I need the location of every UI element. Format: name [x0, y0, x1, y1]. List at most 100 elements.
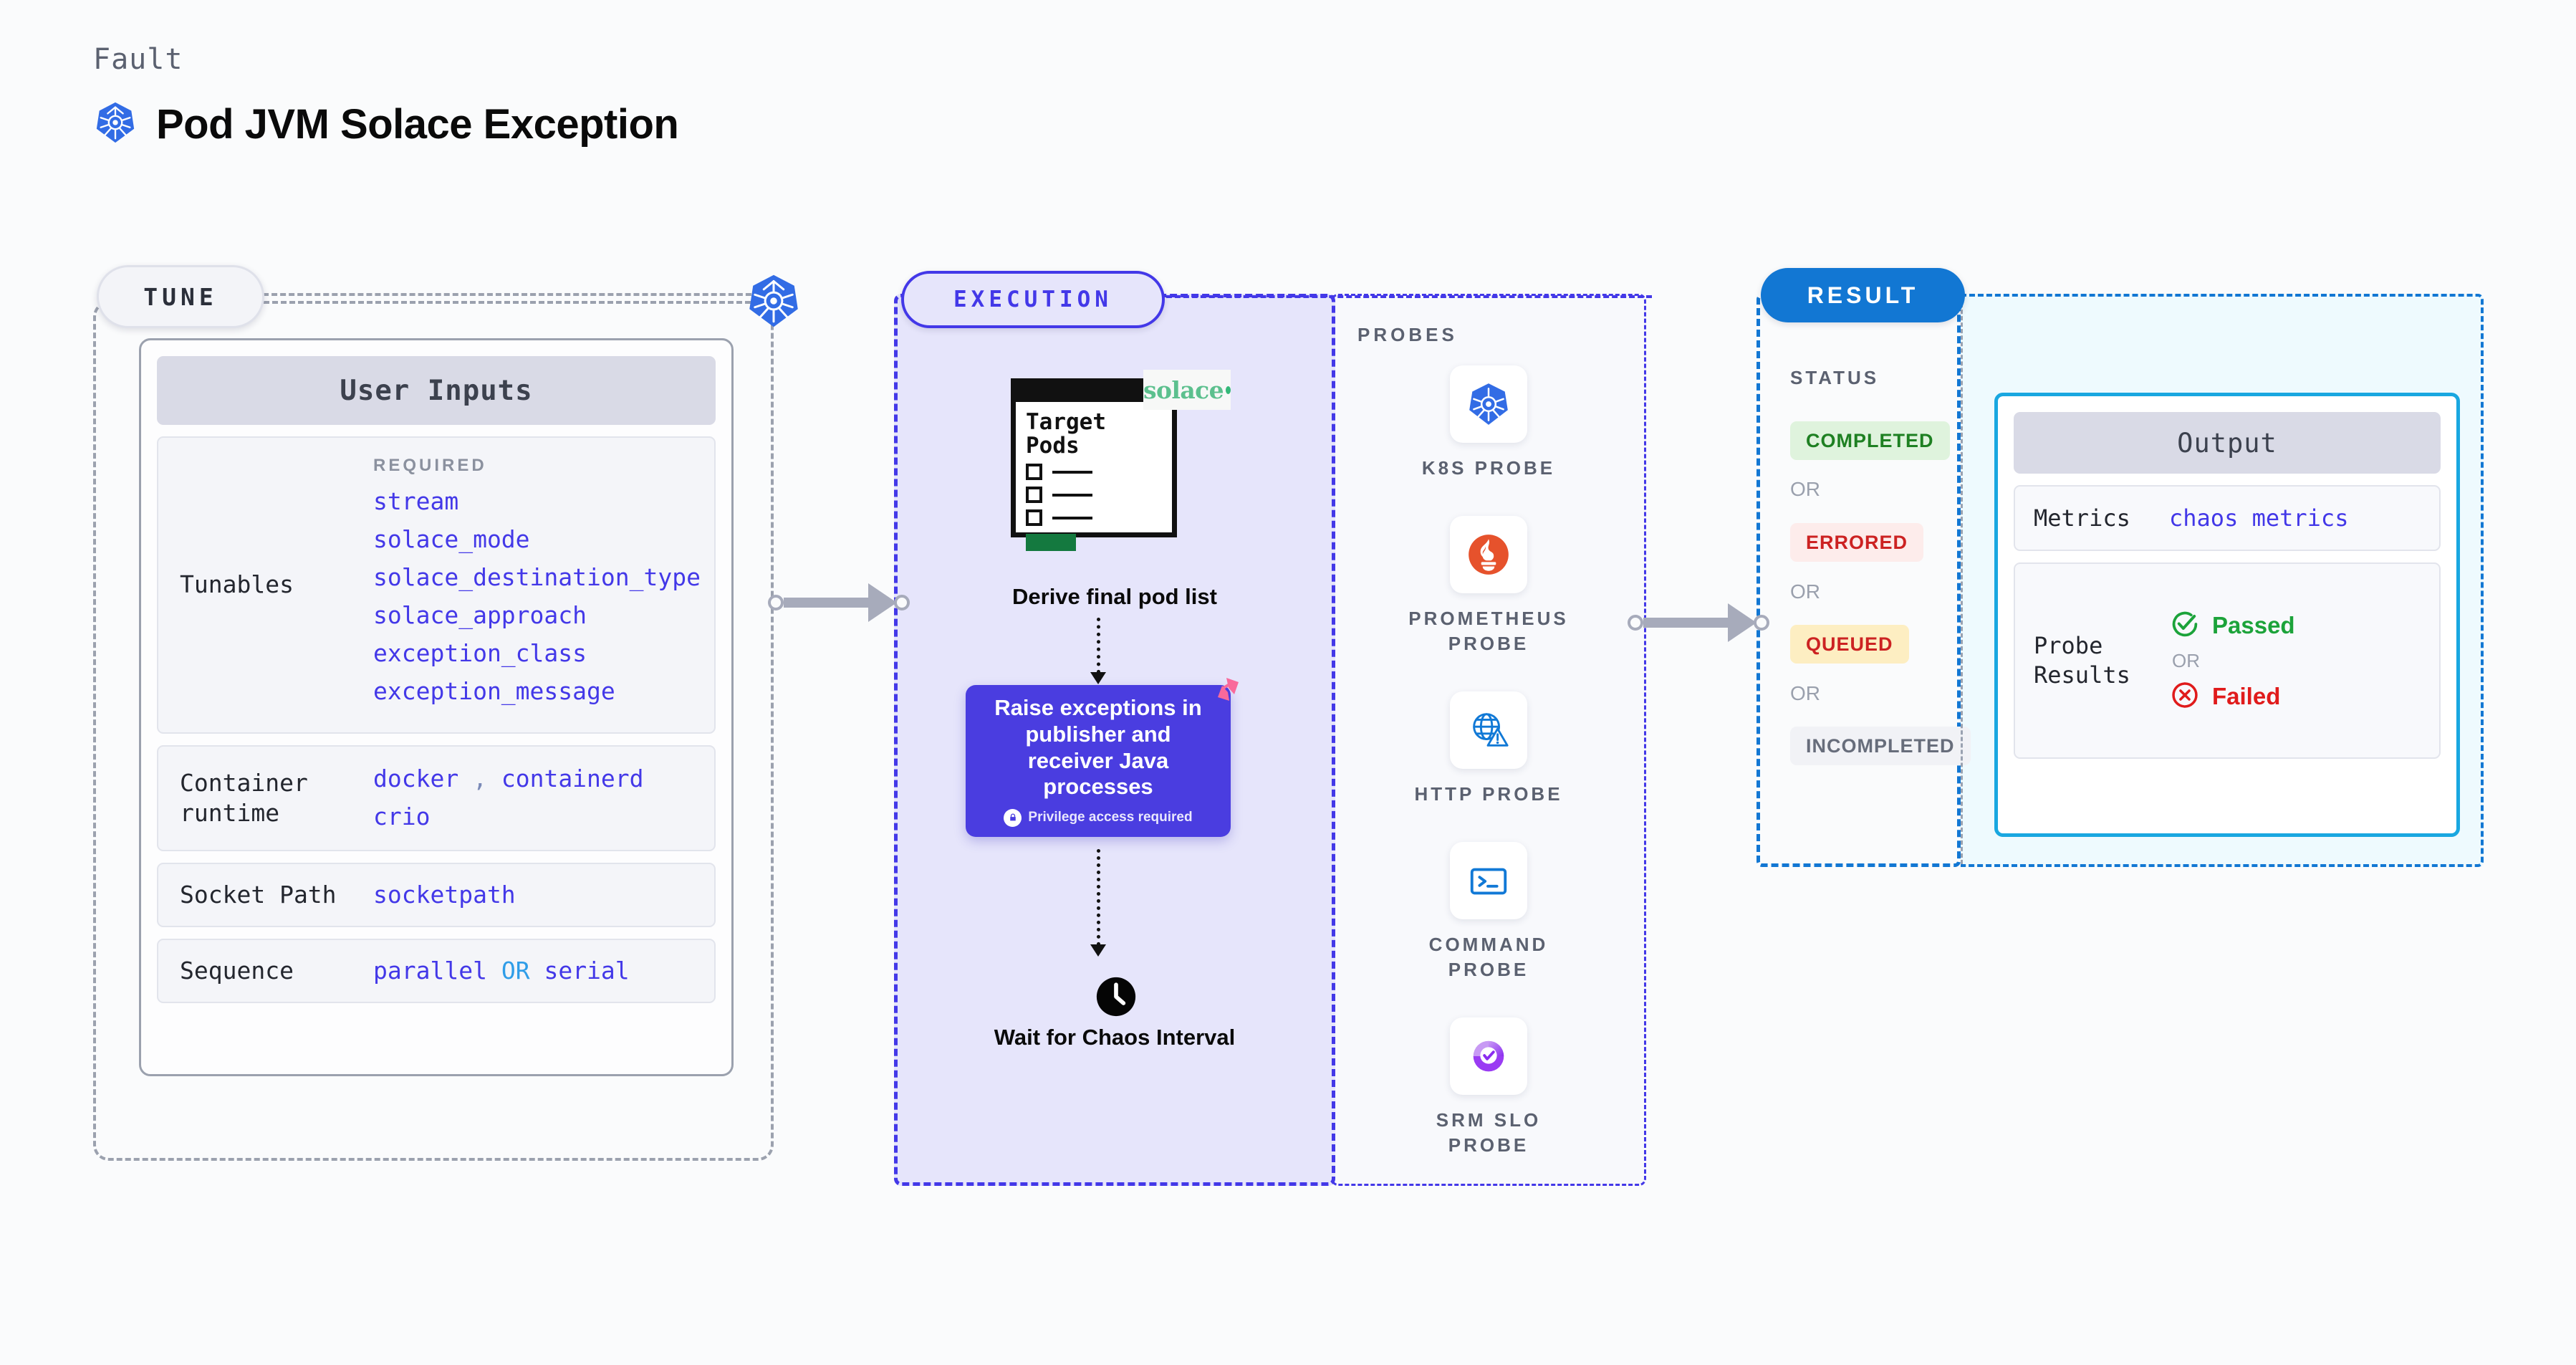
tunable-item[interactable]: exception_class: [373, 638, 587, 667]
target-pods-item: [1026, 464, 1172, 481]
placeholder-line: [1052, 516, 1092, 519]
result-pill-label: RESULT: [1807, 282, 1919, 308]
status-or: OR: [1790, 580, 1820, 603]
connector-dot: [1628, 615, 1643, 631]
tune-pill[interactable]: TUNE: [97, 265, 264, 328]
flow-dotted-line: [1097, 849, 1100, 946]
tunable-item[interactable]: solace_destination_type: [373, 562, 701, 591]
metrics-value[interactable]: chaos metrics: [2169, 504, 2349, 532]
solace-wordmark: solace: [1143, 375, 1224, 404]
metrics-row: Metrics chaos metrics: [2014, 485, 2441, 551]
connector-bar: [1643, 618, 1728, 628]
target-pods-title: Target Pods: [1026, 409, 1106, 459]
broken-link-icon: [1205, 674, 1242, 711]
connector-tune-execution: [768, 583, 910, 622]
status-label: STATUS: [1790, 367, 1880, 388]
sequence-parallel[interactable]: parallel: [373, 956, 487, 985]
user-inputs-card: User Inputs Tunables REQUIRED stream sol…: [139, 338, 734, 1076]
status-badge-queued: QUEUED: [1790, 625, 1909, 664]
probe-prometheus[interactable]: PROMETHEUS PROBE: [1406, 516, 1571, 656]
privilege-note: Privilege access required: [1004, 808, 1193, 827]
page-header: Fault Pod: [93, 43, 679, 148]
output-title: Output: [2014, 412, 2441, 474]
sequence-or: OR: [501, 956, 530, 985]
metrics-label: Metrics: [2034, 504, 2130, 532]
flow-arrowhead: [1090, 944, 1106, 957]
probe-k8s[interactable]: K8S PROBE: [1406, 365, 1571, 481]
sequence-row: Sequence parallel OR serial: [157, 939, 716, 1003]
tunable-item[interactable]: exception_message: [373, 676, 615, 705]
x-circle-icon: [2169, 679, 2201, 714]
connector-arrowhead: [1728, 603, 1756, 642]
execution-pill[interactable]: EXECUTION: [901, 271, 1165, 328]
placeholder-line: [1052, 493, 1092, 497]
lock-icon: [1004, 808, 1022, 827]
kubernetes-icon: [93, 100, 138, 148]
result-status-panel: [1756, 294, 1961, 867]
srm-slo-icon: [1450, 1017, 1527, 1095]
raise-exceptions-text: Raise exceptions in publisher and receiv…: [994, 695, 1202, 800]
result-panel-divider: [1961, 297, 1963, 864]
sequence-values: parallel OR serial: [373, 952, 630, 990]
tunable-item[interactable]: solace_mode: [373, 525, 530, 553]
title-row: Pod JVM Solace Exception: [93, 100, 679, 148]
tunable-item[interactable]: stream: [373, 487, 459, 515]
status-or: OR: [1790, 682, 1820, 704]
required-label: REQUIRED: [373, 455, 487, 475]
socket-path-label: Socket Path: [180, 880, 337, 909]
user-inputs-title: User Inputs: [157, 356, 716, 425]
runtime-crio[interactable]: crio: [373, 803, 431, 830]
solace-logo: solace: [1143, 370, 1231, 410]
status-badge-label: ERRORED: [1806, 531, 1908, 553]
runtime-containerd[interactable]: containerd: [501, 765, 644, 793]
globe-warning-icon: [1450, 691, 1527, 769]
probe-http[interactable]: HTTP PROBE: [1406, 691, 1571, 807]
solace-dot-icon: [1226, 385, 1231, 394]
target-pods-progress-bar: [1026, 534, 1076, 552]
status-badge-errored: ERRORED: [1790, 523, 1924, 562]
probe-results-label: Probe Results: [2034, 632, 2130, 689]
runtime-separator: ,: [473, 765, 487, 793]
sequence-serial[interactable]: serial: [544, 956, 630, 985]
wait-chaos-interval-label: Wait for Chaos Interval: [994, 1025, 1236, 1050]
probe-label: HTTP PROBE: [1414, 783, 1563, 805]
status-badge-completed: COMPLETED: [1790, 421, 1950, 460]
status-badge-label: INCOMPLETED: [1806, 734, 1955, 757]
probe-results-or: OR: [2172, 649, 2200, 671]
probe-results-row: Probe Results Passed OR: [2014, 562, 2441, 759]
socket-path-value[interactable]: socketpath: [373, 880, 516, 909]
tunables-label: Tunables: [180, 570, 294, 599]
tune-connector-line: [254, 293, 777, 296]
result-pill[interactable]: RESULT: [1761, 268, 1965, 322]
page-title: Pod JVM Solace Exception: [156, 101, 679, 148]
probe-result-failed: Failed: [2169, 679, 2295, 714]
execution-connector-line: [1158, 295, 1652, 298]
target-pods-item: [1026, 487, 1172, 504]
failed-label: Failed: [2212, 682, 2281, 709]
passed-label: Passed: [2212, 611, 2295, 638]
tune-panel: User Inputs Tunables REQUIRED stream sol…: [93, 301, 774, 1161]
status-badge-label: COMPLETED: [1806, 429, 1934, 451]
flow-arrowhead: [1090, 672, 1106, 684]
tunable-item[interactable]: solace_approach: [373, 600, 587, 629]
output-card: Output Metrics chaos metrics Probe Resul…: [1994, 393, 2460, 837]
probe-label: SRM SLO PROBE: [1436, 1109, 1542, 1156]
tunables-row: Tunables REQUIRED stream solace_mode sol…: [157, 436, 716, 734]
prometheus-icon: [1450, 516, 1527, 593]
raise-exceptions-action-card[interactable]: Raise exceptions in publisher and receiv…: [966, 685, 1231, 837]
runtime-docker[interactable]: docker: [373, 765, 459, 793]
connector-bar: [784, 598, 868, 608]
probes-section-label: PROBES: [1357, 324, 1458, 345]
placeholder-line: [1052, 470, 1092, 474]
checkbox-icon: [1026, 487, 1042, 504]
probe-results-values: Passed OR Failed: [2169, 608, 2295, 714]
flow-dotted-line: [1097, 618, 1100, 674]
probe-command[interactable]: COMMAND PROBE: [1406, 842, 1571, 982]
tune-pill-label: TUNE: [143, 282, 218, 311]
probe-srm-slo[interactable]: SRM SLO PROBE: [1406, 1017, 1571, 1158]
probe-result-passed: Passed: [2169, 608, 2295, 643]
check-circle-icon: [2169, 608, 2201, 643]
connector-execution-result: [1628, 603, 1769, 642]
container-runtime-values: docker , containerd crio: [373, 760, 644, 836]
status-or: OR: [1790, 478, 1820, 500]
